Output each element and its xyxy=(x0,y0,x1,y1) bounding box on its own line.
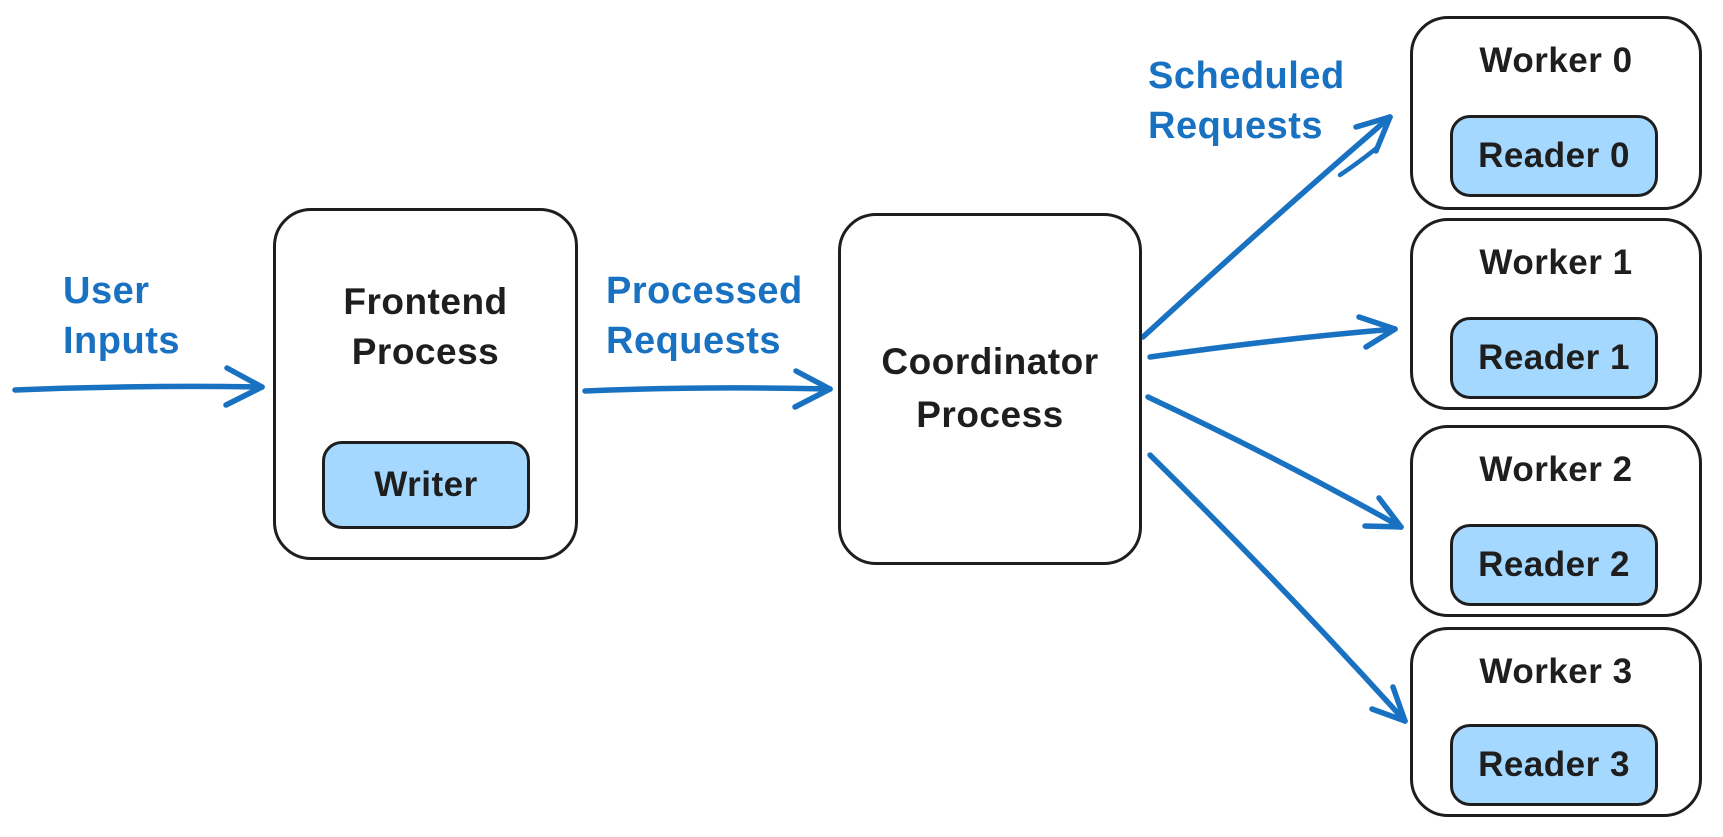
reader-subprocess-0: Reader 0 xyxy=(1450,115,1658,197)
reader-subprocess-3: Reader 3 xyxy=(1450,724,1658,806)
frontend-title-line1: Frontend xyxy=(343,281,508,322)
user-inputs-line2: Inputs xyxy=(63,320,180,362)
scheduled-arrow-worker-3 xyxy=(1147,452,1408,724)
reader-subprocess-1: Reader 1 xyxy=(1450,317,1658,399)
coordinator-process-node: Coordinator Process xyxy=(838,213,1142,565)
user-inputs-arrow xyxy=(12,365,265,408)
reader-label-1: Reader 1 xyxy=(1478,338,1630,377)
processed-requests-arrow xyxy=(582,368,833,410)
reader-label-2: Reader 2 xyxy=(1478,545,1630,584)
coordinator-title-line1: Coordinator xyxy=(881,341,1099,382)
scheduled-requests-label: Scheduled Requests xyxy=(1148,51,1345,151)
worker-title-2: Worker 2 xyxy=(1479,450,1633,489)
reader-label-0: Reader 0 xyxy=(1478,136,1630,175)
worker-node-3: Worker 3 Reader 3 xyxy=(1410,627,1702,817)
frontend-process-title: Frontend Process xyxy=(276,277,575,377)
worker-node-0: Worker 0 Reader 0 xyxy=(1410,16,1702,210)
coordinator-title-line2: Process xyxy=(916,394,1064,435)
scheduled-requests-pointer xyxy=(1337,144,1381,178)
writer-label: Writer xyxy=(374,465,478,504)
processed-requests-label: Processed Requests xyxy=(606,266,803,366)
worker-node-2: Worker 2 Reader 2 xyxy=(1410,425,1702,617)
scheduled-requests-line1: Scheduled xyxy=(1148,55,1345,97)
user-inputs-label: User Inputs xyxy=(63,266,180,366)
frontend-title-line2: Process xyxy=(351,331,500,372)
worker-title-0: Worker 0 xyxy=(1479,41,1633,80)
worker-node-1: Worker 1 Reader 1 xyxy=(1410,218,1702,410)
scheduled-arrow-worker-1 xyxy=(1147,314,1398,360)
reader-subprocess-2: Reader 2 xyxy=(1450,524,1658,606)
coordinator-process-title: Coordinator Process xyxy=(841,335,1139,441)
scheduled-arrow-worker-2 xyxy=(1145,394,1404,530)
reader-label-3: Reader 3 xyxy=(1478,745,1630,784)
writer-subprocess: Writer xyxy=(322,441,530,529)
user-inputs-line1: User xyxy=(63,270,150,312)
processed-requests-line2: Requests xyxy=(606,320,782,362)
worker-title-1: Worker 1 xyxy=(1479,243,1633,282)
processed-requests-line1: Processed xyxy=(606,270,803,312)
scheduled-requests-line2: Requests xyxy=(1148,105,1324,147)
frontend-process-node: Frontend Process Writer xyxy=(273,208,578,560)
worker-title-3: Worker 3 xyxy=(1479,652,1633,691)
